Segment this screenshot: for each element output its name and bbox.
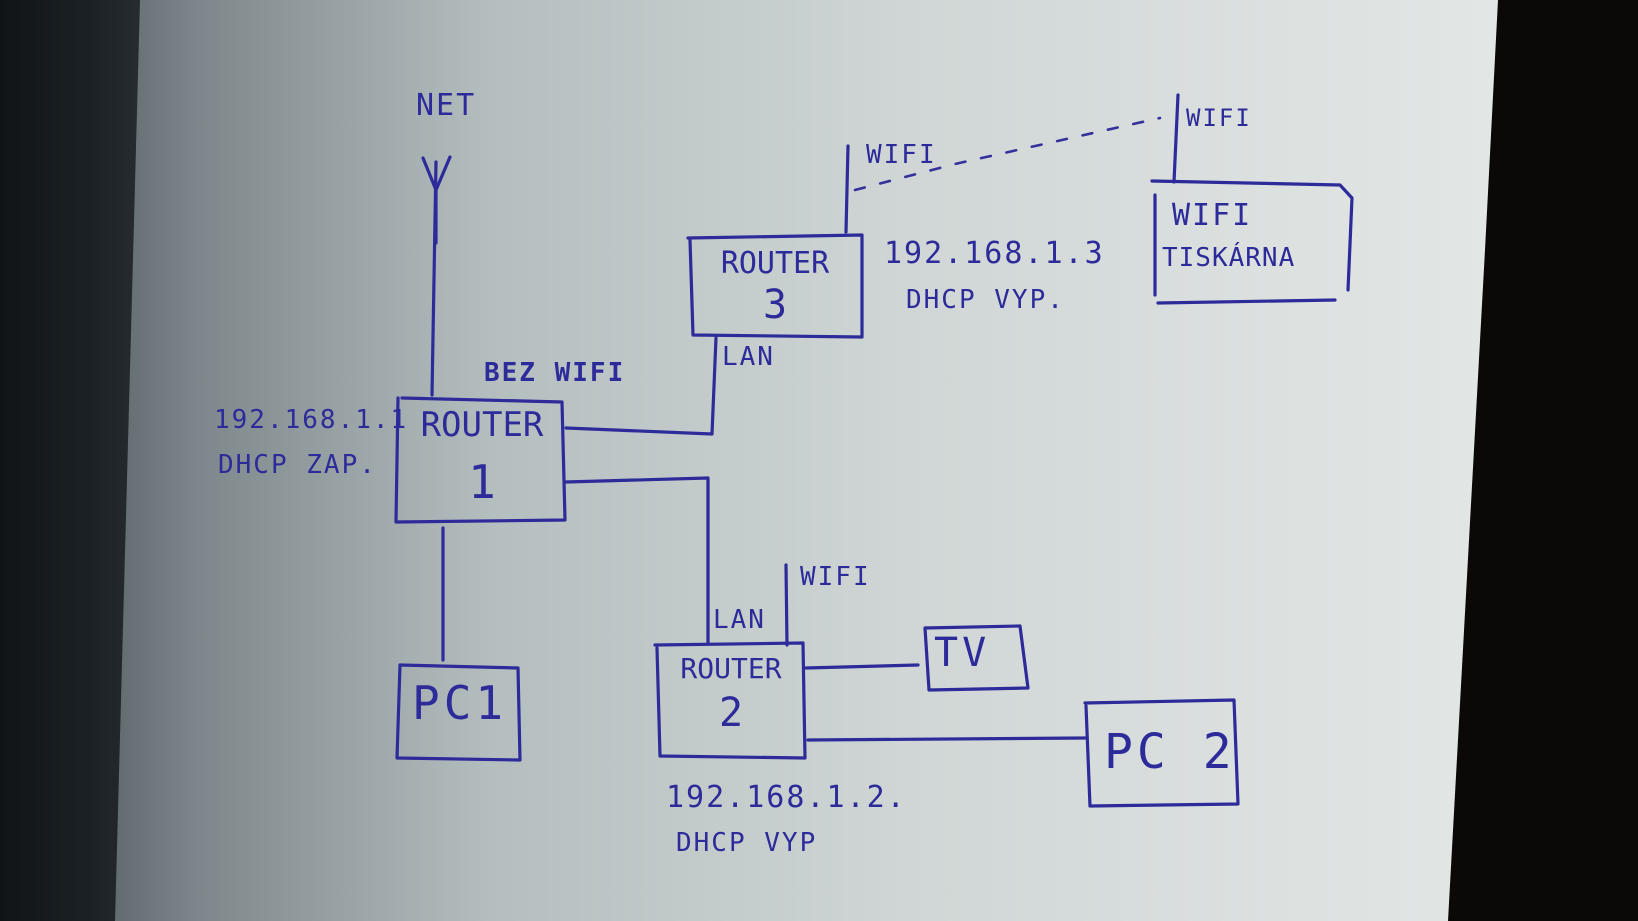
tv-box — [923, 624, 1030, 692]
router1-title: ROUTER — [420, 405, 544, 445]
pc1-label: PC1 — [412, 676, 508, 730]
internet-label: NET — [416, 88, 477, 123]
router3-number: 3 — [762, 282, 788, 328]
router2-antenna — [784, 563, 789, 647]
router2-title: ROUTER — [680, 652, 782, 685]
router3-lan-label: LAN — [722, 342, 775, 372]
router2-to-tv-line — [804, 663, 920, 670]
printer-antenna — [1172, 93, 1180, 184]
router2-lan-label: LAN — [713, 605, 766, 635]
router3-ip: 192.168.1.3 — [884, 236, 1105, 271]
printer-wifi-label: WIFI — [1186, 104, 1252, 132]
router1-wifi-note: BEZ WIFI — [484, 358, 626, 388]
router2-wifi-label: WIFI — [800, 562, 871, 592]
router1-dhcp: DHCP ZAP. — [218, 450, 377, 480]
router1-number: 1 — [468, 455, 496, 509]
router1-ip: 192.168.1.1 — [214, 405, 409, 435]
router1-to-router2-line — [564, 476, 710, 645]
router1-box — [394, 396, 567, 524]
router1-to-router3-line — [564, 336, 718, 436]
router3-antenna — [844, 144, 850, 234]
pc2-label: PC 2 — [1104, 724, 1236, 780]
printer-title-line1: WIFI — [1172, 198, 1253, 233]
router3-dhcp: DHCP VYP. — [906, 285, 1065, 315]
router2-ip: 192.168.1.2. — [666, 780, 907, 815]
router3-box — [686, 233, 864, 339]
printer-title-line2: TISKÁRNA — [1162, 243, 1296, 273]
net-to-router1-line — [430, 160, 438, 397]
tv-label: TV — [934, 630, 991, 676]
router2-number: 2 — [718, 690, 744, 736]
router2-to-pc2-line — [806, 736, 1087, 742]
pc1-box — [395, 663, 522, 762]
router3-title: ROUTER — [720, 246, 830, 281]
wifi-link-router3-printer — [853, 116, 1162, 192]
pc2-box — [1083, 698, 1240, 808]
printer-box — [1150, 179, 1354, 305]
router2-box — [653, 641, 807, 760]
router2-dhcp: DHCP VYP — [676, 828, 818, 858]
router3-wifi-label: WIFI — [866, 140, 937, 170]
